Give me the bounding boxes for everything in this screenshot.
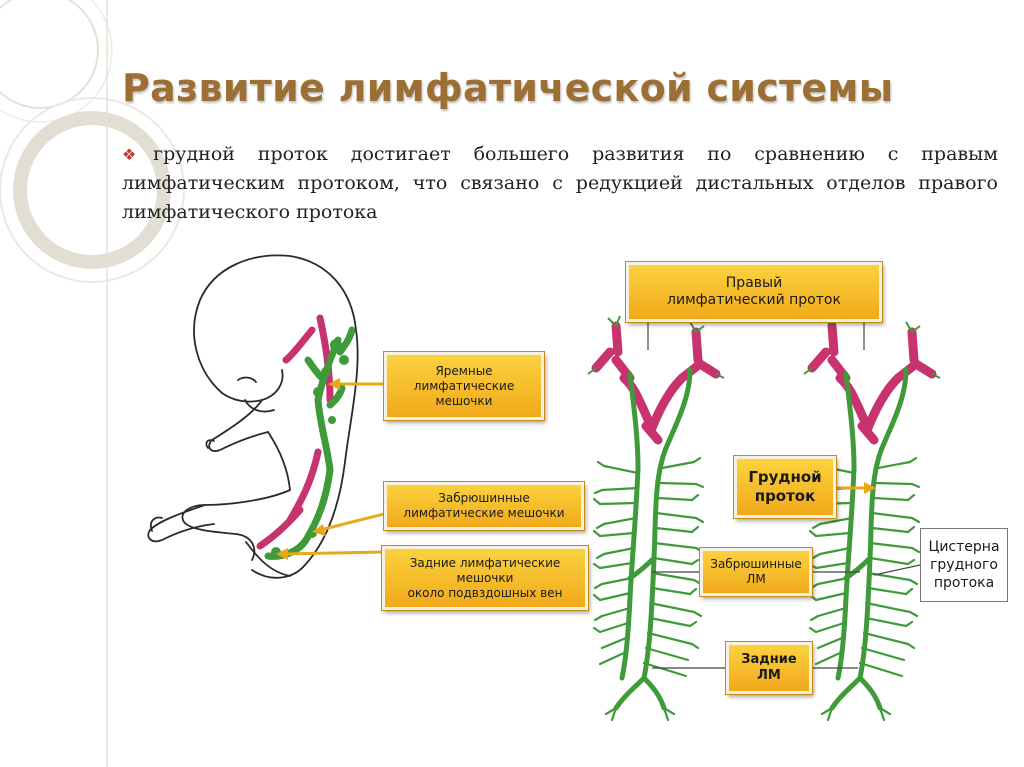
thoracic-duct-diagram-right xyxy=(804,316,940,720)
label-cisterna: Цистерна грудного протока xyxy=(920,528,1008,602)
label-retroperitoneal-sacs: Забрюшинные лимфатические мешочки xyxy=(383,481,585,531)
label-retroperitoneal-short: Забрюшинные ЛМ xyxy=(699,547,813,597)
duct-connectors xyxy=(647,321,921,669)
diamond-bullet-icon: ❖ xyxy=(122,145,154,164)
label-right-lymphatic-duct: Правый лимфатический проток xyxy=(625,261,883,323)
label-jugular-sacs: Яремные лимфатические мешочки xyxy=(383,351,545,421)
right-duct-diagram-left xyxy=(588,316,724,720)
label-posterior-sacs: Задние лимфатические мешочки около подвз… xyxy=(381,545,589,611)
label-posterior-short: Задние ЛМ xyxy=(725,641,813,695)
slide-title: Развитие лимфатической системы xyxy=(122,66,894,110)
embryo-lymph-sacs xyxy=(264,326,356,560)
label-thoracic-duct: Грудной проток xyxy=(733,455,837,519)
thoracic-duct-arrow xyxy=(836,482,876,494)
embryo-arrows xyxy=(276,378,385,560)
bullet-text: грудной проток достигает большего развит… xyxy=(122,143,998,223)
bullet-paragraph: ❖грудной проток достигает большего разви… xyxy=(122,140,998,227)
